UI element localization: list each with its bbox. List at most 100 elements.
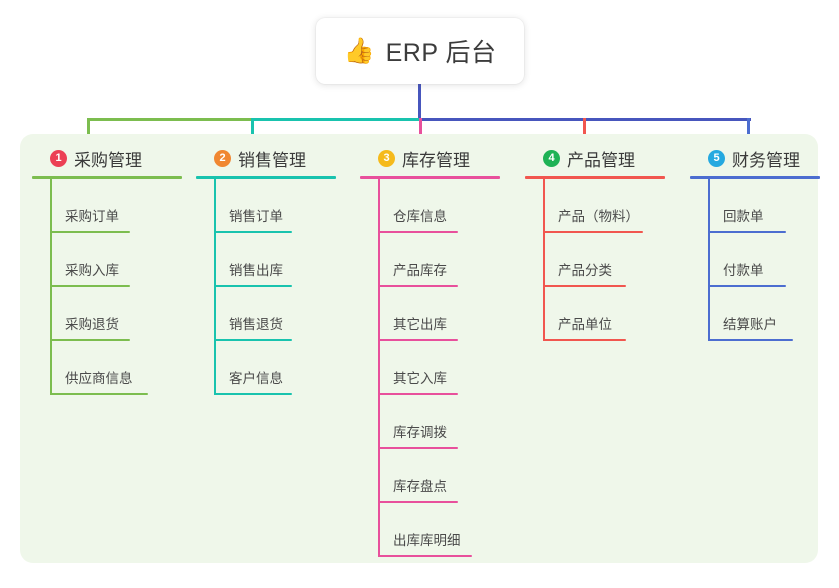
branch-item-rule <box>378 231 458 233</box>
branch-underline <box>525 176 665 179</box>
branch-item-rule <box>214 285 292 287</box>
branch-item-label: 出库库明细 <box>393 533 461 548</box>
thumbs-up-icon: 👍 <box>343 36 375 65</box>
branch-item-rule <box>708 231 786 233</box>
branch-item-label: 其它出库 <box>393 317 447 332</box>
branch-item[interactable]: 销售退货 <box>196 287 336 341</box>
branch-item[interactable]: 销售订单 <box>196 179 336 233</box>
branch-item-label: 客户信息 <box>229 371 283 386</box>
branch-trunk-line <box>50 179 52 395</box>
branch-item[interactable]: 产品（物料） <box>525 179 665 233</box>
branch-column-2: 2 销售管理销售订单销售出库销售退货客户信息 <box>196 146 336 395</box>
branch-item[interactable]: 回款单 <box>690 179 820 233</box>
branch-items: 回款单付款单结算账户 <box>690 179 820 341</box>
branch-item-rule <box>214 393 292 395</box>
branch-item-rule <box>378 555 472 557</box>
branch-item-label: 产品库存 <box>393 263 447 278</box>
branch-number-badge: 3 <box>378 149 395 167</box>
branch-items: 采购订单采购入库采购退货供应商信息 <box>32 179 182 395</box>
branch-column-4: 4 产品管理产品（物料） 产品分类产品单位 <box>525 146 665 341</box>
branch-items: 仓库信息产品库存其它出库其它入库库存调拨库存盘点出库库明细 <box>360 179 500 557</box>
branch-title: 采购管理 <box>74 150 142 170</box>
branch-item[interactable]: 仓库信息 <box>360 179 500 233</box>
branch-item-label: 库存盘点 <box>393 479 447 494</box>
branch-drop-line-5 <box>747 118 750 146</box>
branch-item-label: 销售订单 <box>229 209 283 224</box>
branch-item-label: 库存调拨 <box>393 425 447 440</box>
branches-panel <box>20 134 818 563</box>
branch-header-1[interactable]: 1 采购管理 <box>32 146 182 170</box>
branch-item-label: 产品单位 <box>558 317 612 332</box>
branch-drop-line-3 <box>419 118 422 146</box>
branch-item-rule <box>708 339 793 341</box>
bus-segment-2 <box>251 118 419 121</box>
branch-item-rule <box>50 393 148 395</box>
branch-item-label: 供应商信息 <box>65 371 133 386</box>
branch-item[interactable]: 产品单位 <box>525 287 665 341</box>
branch-item-rule <box>378 393 458 395</box>
branch-item-label: 采购退货 <box>65 317 119 332</box>
branch-item[interactable]: 采购订单 <box>32 179 182 233</box>
branch-item[interactable]: 供应商信息 <box>32 341 182 395</box>
branch-item[interactable]: 其它出库 <box>360 287 500 341</box>
branch-item-label: 其它入库 <box>393 371 447 386</box>
branch-trunk-line <box>708 179 710 341</box>
branch-column-1: 1 采购管理采购订单采购入库采购退货供应商信息 <box>32 146 182 395</box>
branch-item[interactable]: 采购退货 <box>32 287 182 341</box>
branch-header-4[interactable]: 4 产品管理 <box>525 146 665 170</box>
branch-number-badge: 4 <box>543 149 560 167</box>
branch-header-2[interactable]: 2 销售管理 <box>196 146 336 170</box>
branch-item-rule <box>378 285 458 287</box>
branch-item[interactable]: 其它入库 <box>360 341 500 395</box>
branch-item-rule <box>50 339 130 341</box>
branch-item-label: 回款单 <box>723 209 764 224</box>
root-title: ERP 后台 <box>385 39 497 67</box>
branch-item-rule <box>543 285 626 287</box>
branch-trunk-line <box>214 179 216 395</box>
branch-item-rule <box>50 231 130 233</box>
branch-item-rule <box>378 339 458 341</box>
branch-item-rule <box>214 231 292 233</box>
branch-item-label: 销售退货 <box>229 317 283 332</box>
branch-item-rule <box>708 285 786 287</box>
branch-title: 销售管理 <box>238 150 306 170</box>
branch-items: 销售订单销售出库销售退货客户信息 <box>196 179 336 395</box>
branch-number-badge: 2 <box>214 149 231 167</box>
branch-item-label: 销售出库 <box>229 263 283 278</box>
branch-number-badge: 1 <box>50 149 67 167</box>
branch-item-label: 产品（物料） <box>558 209 639 224</box>
branch-underline <box>690 176 820 179</box>
branch-item[interactable]: 结算账户 <box>690 287 820 341</box>
branch-items: 产品（物料） 产品分类产品单位 <box>525 179 665 341</box>
branch-item[interactable]: 销售出库 <box>196 233 336 287</box>
branch-item-rule <box>214 339 292 341</box>
branch-item-rule <box>543 339 626 341</box>
branch-item[interactable]: 库存调拨 <box>360 395 500 449</box>
branch-item-rule <box>378 447 458 449</box>
branch-underline <box>360 176 500 179</box>
bus-segment-1 <box>87 118 251 121</box>
branch-item[interactable]: 出库库明细 <box>360 503 500 557</box>
root-node[interactable]: 👍 ERP 后台 <box>316 18 524 84</box>
root-stem-line <box>418 82 421 121</box>
branch-item-label: 产品分类 <box>558 263 612 278</box>
branch-number-badge: 5 <box>708 149 725 167</box>
branch-title: 产品管理 <box>567 150 635 170</box>
branch-item[interactable]: 产品库存 <box>360 233 500 287</box>
branch-item[interactable]: 付款单 <box>690 233 820 287</box>
branch-drop-line-4 <box>583 118 586 146</box>
branch-item[interactable]: 产品分类 <box>525 233 665 287</box>
branch-item-rule <box>50 285 130 287</box>
branch-trunk-line <box>543 179 545 341</box>
branch-item[interactable]: 客户信息 <box>196 341 336 395</box>
branch-drop-line-1 <box>87 118 90 146</box>
branch-item[interactable]: 采购入库 <box>32 233 182 287</box>
branch-underline <box>196 176 336 179</box>
branch-drop-line-2 <box>251 118 254 146</box>
branch-item[interactable]: 库存盘点 <box>360 449 500 503</box>
